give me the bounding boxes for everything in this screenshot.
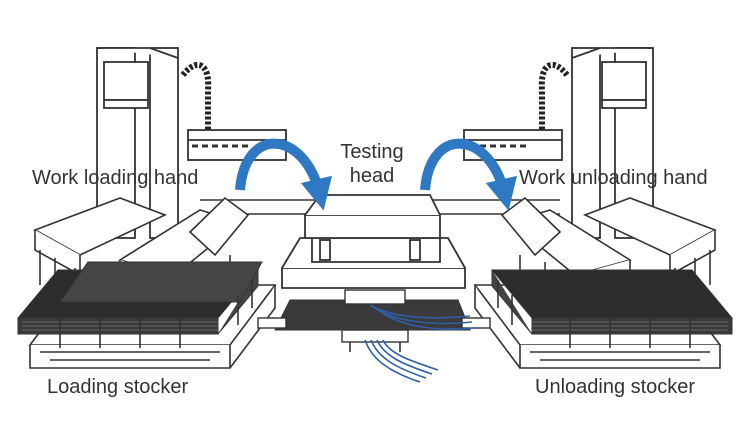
right-cable-chain [538, 62, 570, 150]
left-robot-column [96, 47, 179, 239]
unloading-stocker-label: Unloading stocker [535, 376, 696, 398]
test-cables [364, 304, 475, 383]
testing-head-label-line2: head [349, 165, 395, 187]
center-test-tray [257, 289, 491, 352]
loading-stocker-label: Loading stocker [47, 376, 189, 398]
left-stocker-trays [16, 261, 263, 335]
left-stocker-posts [59, 280, 253, 348]
testing-head-body [281, 194, 466, 289]
left-cable-chain [180, 62, 212, 150]
unloading-arrow-icon [420, 138, 517, 211]
right-hand-carriage [463, 129, 563, 161]
work-loading-hand-label: Work loading hand [32, 167, 199, 189]
loading-arrow-icon [235, 138, 332, 211]
work-unloading-hand-label: Work unloading hand [519, 167, 708, 189]
right-stocker-posts [497, 280, 691, 348]
testing-head-label-line1: Testing [340, 141, 404, 163]
testing-head-label: Testing head [328, 140, 416, 188]
